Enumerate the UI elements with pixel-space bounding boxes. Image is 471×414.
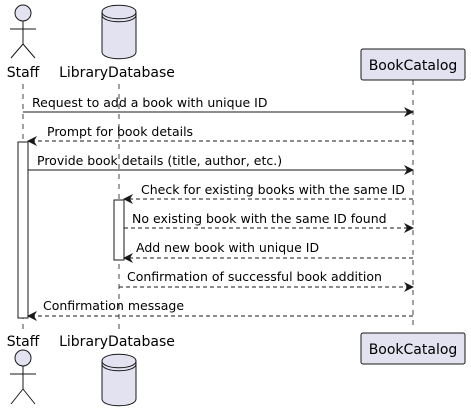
participant-box-book-catalog-top: [360, 48, 466, 81]
message-label-2: Prompt for book details: [47, 124, 193, 139]
participant-library-database-bottom: LibraryDatabase: [59, 334, 175, 407]
message-label-8: Confirmation message: [43, 298, 184, 313]
participant-label-library-database-top: LibraryDatabase: [59, 65, 175, 81]
message-7: Confirmation of successful book addition: [119, 269, 414, 292]
actor-icon: [10, 4, 36, 59]
participant-label-library-database-bottom: LibraryDatabase: [59, 334, 175, 350]
database-icon: [101, 353, 137, 407]
message-label-6: Add new book with unique ID: [136, 240, 319, 255]
participant-staff-bottom: Staff: [7, 334, 40, 405]
participant-library-database-top: LibraryDatabase: [59, 4, 175, 81]
message-1: Request to add a book with unique ID: [23, 95, 414, 117]
activation-staff: [17, 141, 29, 319]
participant-box-book-catalog-bottom: [360, 332, 466, 365]
message-label-3: Provide book details (title, author, etc…: [37, 153, 282, 168]
participant-label-staff-bottom: Staff: [7, 334, 40, 350]
message-label-4: Check for existing books with the same I…: [141, 182, 405, 197]
message-2: Prompt for book details: [27, 124, 413, 146]
message-6: Add new book with unique ID: [123, 240, 413, 263]
participant-label-book-catalog-bottom: BookCatalog: [369, 342, 458, 358]
participant-book-catalog-bottom: BookCatalog: [360, 332, 466, 365]
message-8: Confirmation message: [27, 298, 413, 321]
participant-label-book-catalog-top: BookCatalog: [369, 58, 458, 74]
message-label-7: Confirmation of successful book addition: [127, 269, 382, 284]
message-5: No existing book with the same ID found: [124, 211, 414, 233]
message-4: Check for existing books with the same I…: [123, 182, 413, 204]
message-3: Provide book details (title, author, etc…: [28, 153, 414, 175]
participant-label-staff-top: Staff: [7, 65, 40, 81]
activation-library-database: [113, 199, 125, 261]
message-label-1: Request to add a book with unique ID: [32, 95, 268, 110]
actor-icon: [10, 349, 36, 405]
message-label-5: No existing book with the same ID found: [132, 211, 387, 226]
participant-staff-top: Staff: [7, 4, 40, 81]
participant-book-catalog-top: BookCatalog: [360, 48, 466, 81]
database-icon: [101, 4, 137, 60]
